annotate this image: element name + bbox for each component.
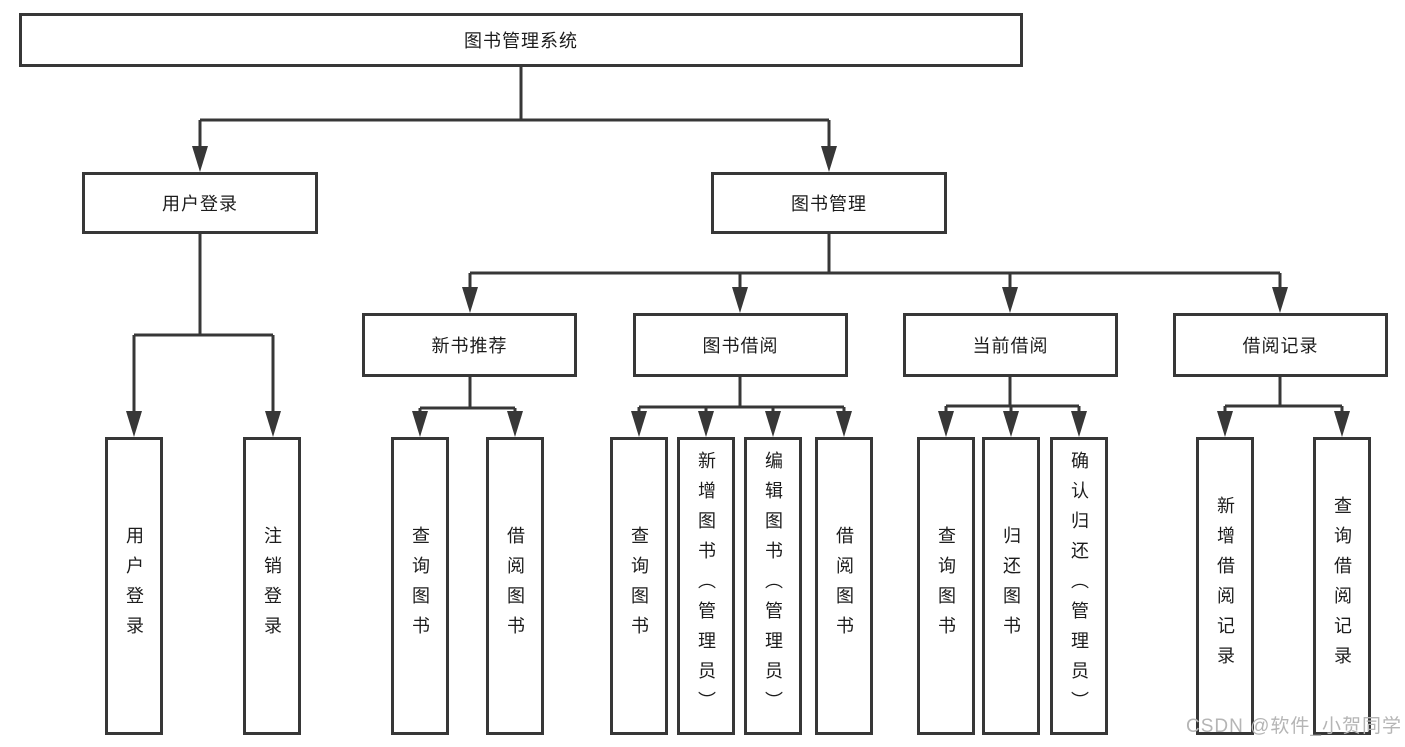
leaf-borrow-book-label: 借阅图书 <box>834 526 854 646</box>
leaf-logout-label: 注销登录 <box>262 526 282 646</box>
node-book-management-label: 图书管理 <box>791 194 867 214</box>
node-current-borrow: 当前借阅 <box>903 313 1118 377</box>
node-book-borrow: 图书借阅 <box>633 313 848 377</box>
node-book-management: 图书管理 <box>711 172 947 234</box>
leaf-current-confirm-admin-label: 确认归还（管理员） <box>1069 451 1089 721</box>
node-user-login: 用户登录 <box>82 172 318 234</box>
leaf-newbooks-query-label: 查询图书 <box>410 526 430 646</box>
leaf-logout: 注销登录 <box>243 437 301 735</box>
node-new-book-recommend: 新书推荐 <box>362 313 577 377</box>
leaf-borrow-edit-admin: 编辑图书（管理员） <box>744 437 802 735</box>
leaf-newbooks-borrow: 借阅图书 <box>486 437 544 735</box>
leaf-user-login-label: 用户登录 <box>124 526 144 646</box>
leaf-current-return-label: 归还图书 <box>1001 526 1021 646</box>
leaf-records-add: 新增借阅记录 <box>1196 437 1254 735</box>
node-current-borrow-label: 当前借阅 <box>972 336 1049 356</box>
leaf-borrow-edit-admin-label: 编辑图书（管理员） <box>763 451 783 721</box>
leaf-borrow-add-admin: 新增图书（管理员） <box>677 437 735 735</box>
leaf-records-query-label: 查询借阅记录 <box>1332 496 1352 676</box>
leaf-records-add-label: 新增借阅记录 <box>1215 496 1235 676</box>
node-book-borrow-label: 图书借阅 <box>702 336 779 356</box>
leaf-current-query: 查询图书 <box>917 437 975 735</box>
leaf-borrow-query: 查询图书 <box>610 437 668 735</box>
leaf-records-query: 查询借阅记录 <box>1313 437 1371 735</box>
node-borrow-records-label: 借阅记录 <box>1242 336 1319 356</box>
leaf-newbooks-query: 查询图书 <box>391 437 449 735</box>
leaf-borrow-query-label: 查询图书 <box>629 526 649 646</box>
leaf-current-query-label: 查询图书 <box>936 526 956 646</box>
node-user-login-label: 用户登录 <box>162 194 238 214</box>
csdn-watermark: CSDN @软件_小贺同学 <box>1186 716 1402 737</box>
leaf-newbooks-borrow-label: 借阅图书 <box>505 526 525 646</box>
leaf-user-login: 用户登录 <box>105 437 163 735</box>
node-root-label: 图书管理系统 <box>464 31 578 51</box>
node-root: 图书管理系统 <box>19 13 1023 67</box>
leaf-borrow-book: 借阅图书 <box>815 437 873 735</box>
leaf-current-return: 归还图书 <box>982 437 1040 735</box>
leaf-current-confirm-admin: 确认归还（管理员） <box>1050 437 1108 735</box>
leaf-borrow-add-admin-label: 新增图书（管理员） <box>696 451 716 721</box>
node-new-book-recommend-label: 新书推荐 <box>431 336 508 356</box>
node-borrow-records: 借阅记录 <box>1173 313 1388 377</box>
